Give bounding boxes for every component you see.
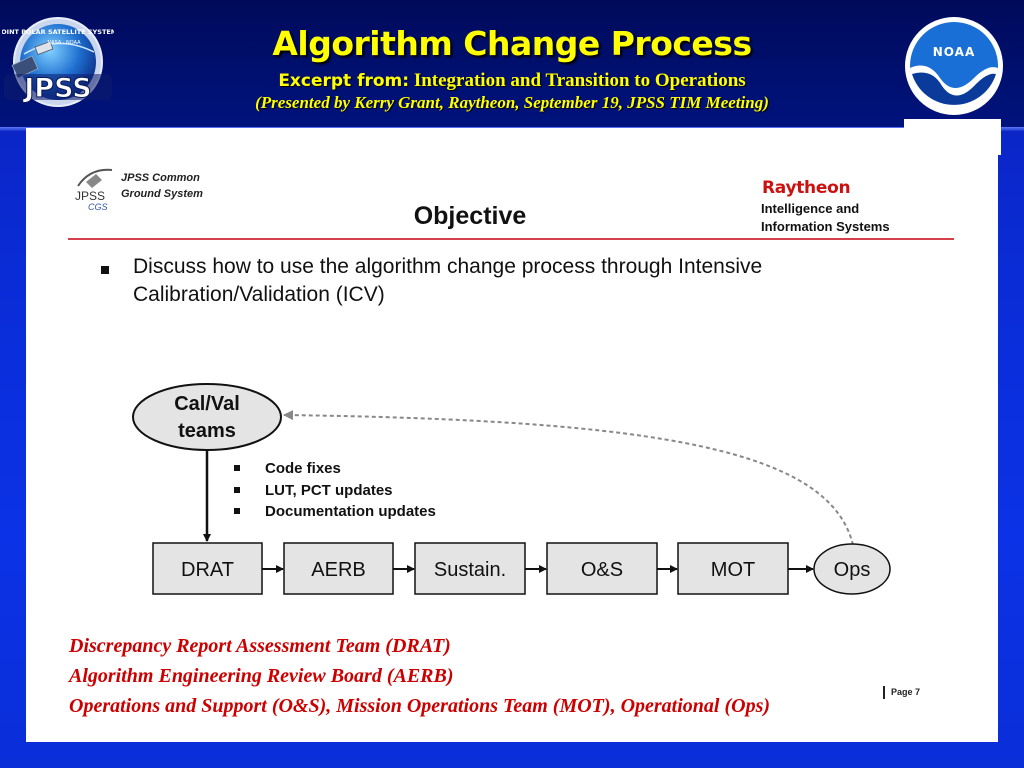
noaa-logo-text: NOAA bbox=[933, 45, 976, 59]
glossary-line-os-mot-ops: Operations and Support (O&S), Mission Op… bbox=[69, 695, 771, 717]
calval-line1: Cal/Val bbox=[174, 393, 240, 415]
jpss-logo-small-text: NASA · NOAA bbox=[47, 40, 81, 46]
glossary-line-aerb: Algorithm Engineering Review Board (AERB… bbox=[69, 665, 454, 687]
ops-feedback-arrow bbox=[283, 410, 854, 546]
subtitle-lead: Excerpt from: bbox=[278, 71, 410, 91]
objective-title: Objective bbox=[413, 202, 527, 230]
step-drat: DRAT bbox=[152, 542, 263, 595]
step-os-label: O&S bbox=[581, 559, 623, 581]
step-sustain-label: Sustain. bbox=[434, 559, 506, 581]
raytheon-division-line1: Intelligence and bbox=[761, 201, 860, 216]
cgs-logo-ccs: CGS bbox=[88, 202, 108, 212]
jpss-cgs-logo-icon: JPSS CGS bbox=[75, 168, 113, 212]
jpss-logo-icon: JPSS JOINT POLAR SATELLITE SYSTEM NASA ·… bbox=[2, 17, 114, 107]
step-drat-label: DRAT bbox=[181, 559, 234, 581]
glossary-line-drat: Discrepancy Report Assessment Team (DRAT… bbox=[69, 635, 451, 657]
slide-main-title: Algorithm Change Process bbox=[272, 24, 752, 63]
update-types-list: Code fixes LUT, PCT updates Documentatio… bbox=[234, 458, 436, 523]
noaa-logo-icon: NOAA bbox=[905, 17, 1003, 115]
objective-bullet: Discuss how to use the algorithm change … bbox=[133, 255, 763, 306]
jpss-logo-ring-text: JOINT POLAR SATELLITE SYSTEM bbox=[2, 28, 114, 36]
step-mot: MOT bbox=[677, 542, 789, 595]
step-aerb: AERB bbox=[283, 542, 394, 595]
bullet-marker bbox=[101, 266, 109, 274]
update-item-code-fixes: Code fixes bbox=[234, 458, 436, 480]
step-sustain: Sustain. bbox=[414, 542, 526, 595]
raytheon-division-line2: Information Systems bbox=[761, 219, 890, 234]
subtitle-rest: Integration and Transition to Operations bbox=[409, 70, 746, 91]
cgs-logo-jpss: JPSS bbox=[75, 189, 105, 203]
update-item-lut-pct: LUT, PCT updates bbox=[234, 480, 436, 502]
jpss-cgs-label: JPSS Common Ground System bbox=[121, 170, 203, 202]
raytheon-division: Intelligence and Information Systems bbox=[761, 200, 890, 236]
jpss-cgs-line2: Ground System bbox=[121, 188, 203, 200]
step-mot-label: MOT bbox=[711, 559, 755, 581]
presented-by-text: (Presented by Kerry Grant, Raytheon, Sep… bbox=[255, 93, 769, 112]
jpss-cgs-line1: JPSS Common bbox=[121, 172, 200, 184]
raytheon-logo: Raytheon bbox=[762, 178, 851, 198]
ops-node bbox=[813, 543, 891, 595]
step-os: O&S bbox=[546, 542, 658, 595]
ops-label: Ops bbox=[834, 559, 871, 581]
jpss-logo-text: JPSS bbox=[22, 73, 92, 104]
update-item-documentation: Documentation updates bbox=[234, 501, 436, 523]
step-aerb-label: AERB bbox=[311, 559, 365, 581]
slide-header bbox=[0, 0, 1024, 128]
page-number: Page 7 bbox=[883, 686, 920, 699]
acronym-glossary: Discrepancy Report Assessment Team (DRAT… bbox=[69, 631, 989, 721]
title-divider bbox=[68, 238, 954, 240]
slide-subtitle: Excerpt from: Integration and Transition… bbox=[130, 70, 894, 92]
calval-line2: teams bbox=[178, 420, 236, 442]
